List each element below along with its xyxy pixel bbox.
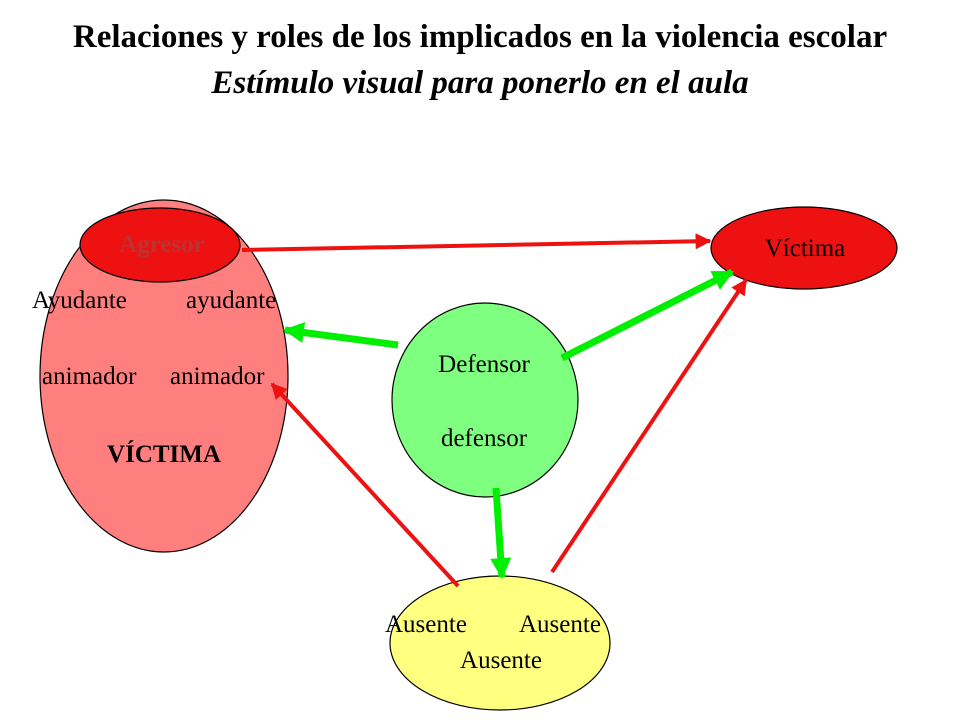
arrow-ausente-to-group [270,382,460,588]
arrow-defensor-to-group [282,322,399,349]
ausente-label-3: Ausente [460,647,542,674]
victima-label: Víctima [764,235,846,262]
title-subtitle: Estímulo visual para ponerlo en el aula [211,65,749,101]
arrow-agresor-to-victima [241,233,712,252]
arrow-ausente-to-victima [550,278,748,574]
diagram-title: Relaciones y roles de los implicados en … [0,14,960,106]
animador-label-1: animador [42,363,137,390]
title-main: Relaciones y roles de los implicados en … [72,19,888,55]
victima-group-label: VÍCTIMA [107,441,221,468]
ausente-label-1: Ausente [385,611,467,638]
agresor-ellipse [79,207,241,283]
agresor-label: Agresor [119,231,205,258]
ayudante-label-2: ayudante [186,287,277,314]
ausente-ellipse [389,575,611,711]
arrow-defensor-to-ausente [490,487,512,580]
defensor-ellipse [391,302,579,498]
defensor-label-2: defensor [440,425,528,452]
ausente-label-2: Ausente [519,611,601,638]
ayudante-label-1: Ayudante [32,287,127,314]
animador-label-2: animador [170,363,265,390]
aggressor-group-ellipse [39,199,289,553]
defensor-label-1: Defensor [438,351,530,378]
arrow-defensor-to-victima [560,268,734,362]
